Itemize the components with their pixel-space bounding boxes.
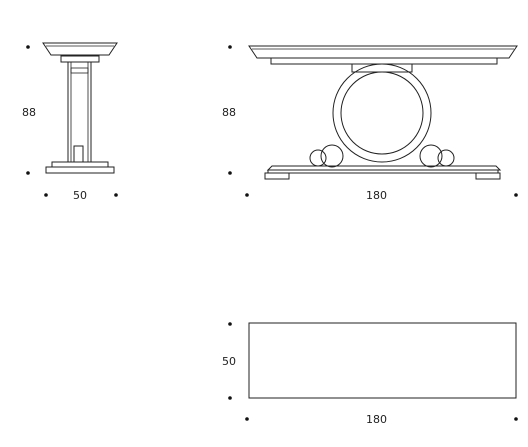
front-ball-right-large xyxy=(419,144,443,168)
top-depth-label: 50 xyxy=(222,355,236,368)
top-depth-marker-top xyxy=(228,322,232,326)
front-foot-right xyxy=(475,172,501,180)
side-view: 88 50 xyxy=(22,42,118,202)
top-width-marker-right xyxy=(514,417,518,421)
front-height-marker-top xyxy=(228,45,232,49)
front-top-slab xyxy=(248,45,518,59)
top-outline xyxy=(248,322,517,399)
front-view: 88 180 xyxy=(222,45,518,202)
front-inner-ring xyxy=(340,71,424,155)
side-depth-marker-left xyxy=(44,193,48,197)
top-width-marker-left xyxy=(245,417,249,421)
side-height-marker-top xyxy=(26,45,30,49)
side-base xyxy=(45,166,115,174)
front-foot-left xyxy=(264,172,290,180)
front-width-marker-right xyxy=(514,193,518,197)
front-ring-cap xyxy=(351,63,413,73)
front-outer-ring xyxy=(332,63,432,163)
side-apron xyxy=(60,55,100,63)
top-view: 50 180 xyxy=(222,322,518,426)
front-height-label: 88 xyxy=(222,106,236,119)
front-height-marker-bottom xyxy=(228,171,232,175)
top-depth-marker-bottom xyxy=(228,396,232,400)
front-apron xyxy=(270,57,498,65)
side-lower-block xyxy=(73,145,84,163)
front-width-label: 180 xyxy=(366,189,387,202)
front-ball-left-small xyxy=(309,149,327,167)
top-width-label: 180 xyxy=(366,413,387,426)
front-base xyxy=(267,169,499,174)
side-depth-label: 50 xyxy=(73,189,87,202)
side-column xyxy=(67,61,92,163)
side-top-slab xyxy=(42,42,118,56)
front-base-slab xyxy=(266,165,502,171)
side-height-marker-bottom xyxy=(26,171,30,175)
front-ball-left-large xyxy=(320,144,344,168)
side-height-label: 88 xyxy=(22,106,36,119)
front-ball-right-small xyxy=(437,149,455,167)
front-width-marker-left xyxy=(245,193,249,197)
side-depth-marker-right xyxy=(114,193,118,197)
side-base-plinth xyxy=(51,161,109,168)
